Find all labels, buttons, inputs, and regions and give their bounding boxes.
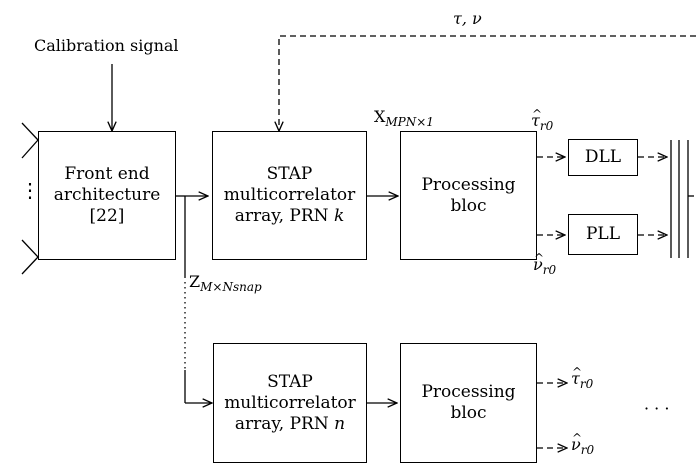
pll-block: PLL [568,214,638,255]
stap-k-line2: multicorrelator [223,185,356,205]
nu-r0-top-symbol: ν [533,249,544,274]
stap-n-line3: array, PRN [234,413,329,434]
feedback-label: τ, ν [453,10,482,28]
nu-r0-bottom-symbol: ν [571,429,582,454]
nu-r0-top-sub: r0 [542,263,557,277]
stap-k-label: STAP multicorrelator array, PRN k [224,164,356,227]
feedback-loop [279,35,696,131]
stap-k-line1: STAP [266,164,313,184]
dll-block: DLL [568,139,638,176]
pll-label: PLL [585,224,621,244]
stap-n-line2: multicorrelator [224,392,356,413]
processing-bloc-bottom: Processing bloc [400,343,537,463]
tau-r0-top-symbol: τ [531,105,542,130]
front-end-label: Front end architecture [22] [53,164,161,226]
stap-n-prn-var: n [334,413,346,434]
processing-bloc-top: Processing bloc [400,131,537,260]
antenna-bottom-lower [21,256,39,275]
antenna-ellipsis: ⋮ [20,178,40,202]
stap-multicorrelator-n-block: STAP multicorrelator array, PRN n [213,343,367,463]
antenna-bottom-upper [21,239,39,258]
tau-r0-bottom-symbol: τ [571,363,582,388]
nu-r0-top-label: νr0 [533,249,557,277]
calibration-signal-label: Calibration signal [34,36,179,55]
stap-multicorrelator-k-block: STAP multicorrelator array, PRN k [212,131,367,260]
processing-top-label: Processing bloc [421,174,516,216]
stap-k-line3: array, PRN [234,206,329,226]
front-end-architecture-block: Front end architecture [22] [38,131,176,260]
nu-r0-bottom-label: νr0 [571,429,595,457]
stap-n-label: STAP multicorrelator array, PRN n [224,372,356,435]
dll-label: DLL [584,147,622,167]
processing-bottom-label: Processing bloc [421,382,516,423]
antenna-top-upper [21,122,39,141]
tau-r0-bottom-sub: r0 [579,377,594,391]
antenna-top-lower [21,139,39,159]
z-main: Z [189,272,201,291]
z-sub: M×Nsnap [200,280,262,294]
x-sub: MPN×1 [385,115,434,129]
stap-k-prn-var: k [333,206,345,226]
feedback-tau-nu: τ, ν [453,9,482,28]
nu-r0-bottom-sub: r0 [580,443,595,457]
tau-r0-top-label: τr0 [531,105,554,133]
tau-r0-top-sub: r0 [539,119,554,133]
tau-r0-bottom-label: τr0 [571,363,594,391]
more-channels-ellipsis: · · · [644,399,670,418]
stap-n-line1: STAP [267,371,313,392]
x-signal-label: XMPN×1 [374,107,434,130]
x-main: X [374,107,386,126]
z-signal-label: ZM×Nsnap [189,272,262,295]
